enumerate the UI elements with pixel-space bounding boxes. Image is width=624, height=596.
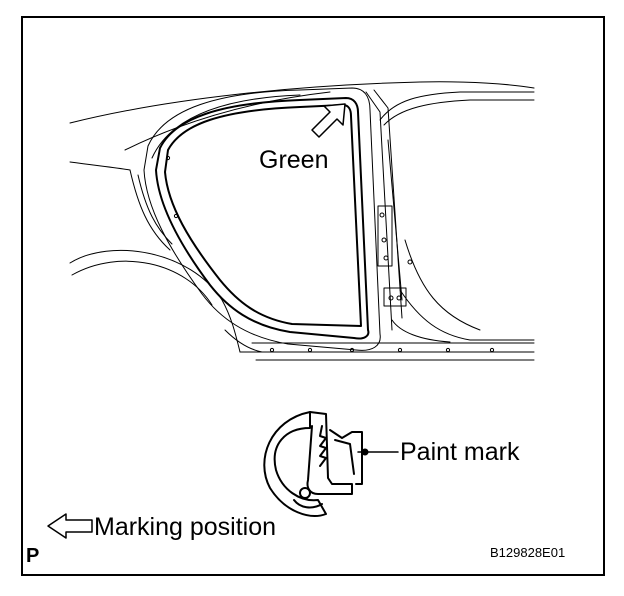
outline-arrow-up-right-icon [311,103,346,138]
outline-arrow-left-icon [47,513,93,539]
quarter-window-weatherstrip [143,87,381,351]
page-letter: P [26,545,40,567]
rocker-panel [165,155,495,353]
label-green: Green [259,146,329,174]
door-pillar [365,89,535,343]
paint-mark-leader [357,448,399,456]
car-body-outline [69,81,535,361]
weatherstrip-cross-section [263,411,363,517]
label-marking-position: Marking position [94,513,277,541]
label-paint-mark: Paint mark [400,438,520,466]
diagram-frame [21,16,605,576]
figure-code: B129828E01 [490,545,566,560]
